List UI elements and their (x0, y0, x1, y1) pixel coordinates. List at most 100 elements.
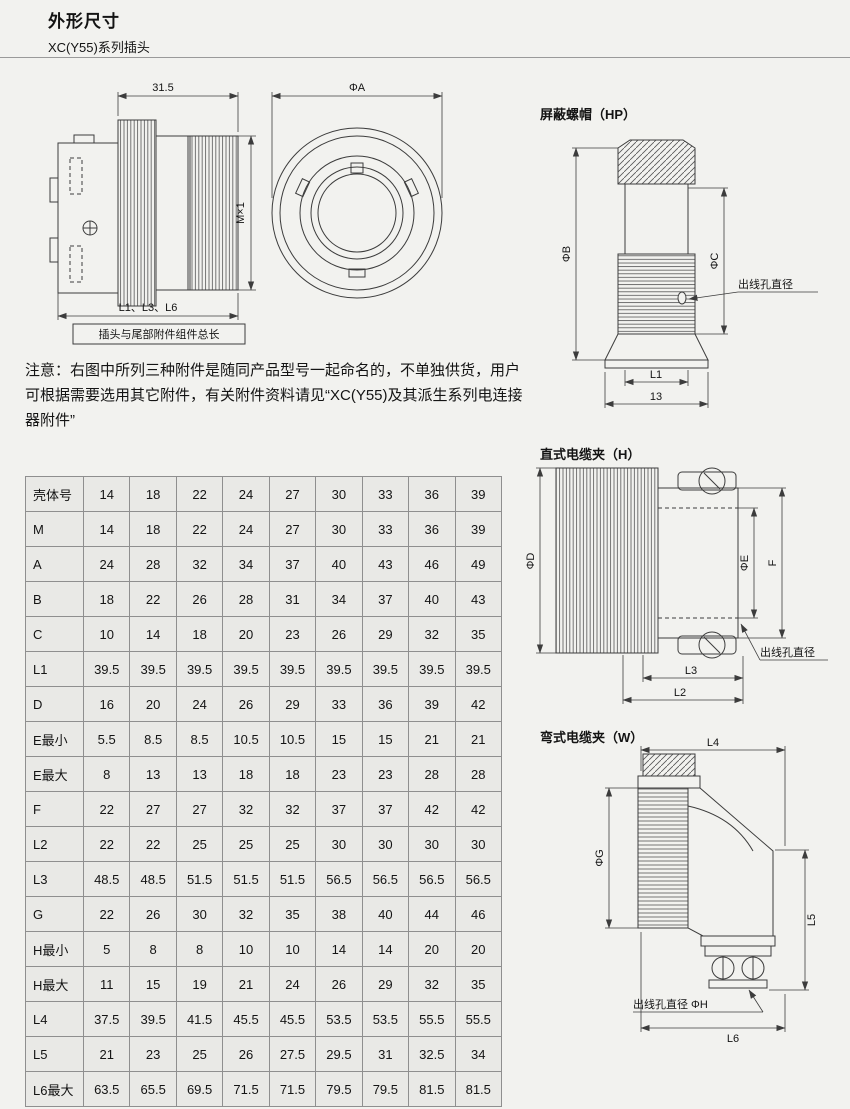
dimension-cell: 51.5 (175, 861, 224, 897)
dimension-cell: 10 (222, 931, 270, 967)
dimension-cell: 41.5 (175, 1001, 224, 1037)
dimension-cell: 81.5 (408, 1071, 456, 1107)
dimension-cell: 21 (82, 1036, 131, 1072)
dim-label: ΦB (561, 246, 573, 262)
dim-label: F (767, 559, 779, 566)
dimension-cell: 49 (454, 546, 502, 582)
dimension-cell: 18 (129, 511, 177, 547)
dimension-cell: 27 (268, 476, 317, 512)
dimension-cell: 48.5 (82, 861, 131, 897)
dimension-cell: 14 (129, 616, 177, 652)
dimension-cell: 20 (408, 931, 456, 967)
dimension-cell: 39.5 (222, 651, 270, 687)
dimension-cell: 51.5 (268, 861, 317, 897)
dimension-cell: 33 (361, 511, 410, 547)
dimension-cell: 23 (129, 1036, 177, 1072)
dimension-cell: 20 (454, 931, 502, 967)
dimension-cell: 8 (175, 931, 224, 967)
dimension-cell: 18 (268, 756, 317, 792)
dimension-cell: 26 (315, 616, 363, 652)
dimension-cell: 25 (175, 1036, 224, 1072)
dimension-cell: 42 (454, 791, 502, 827)
row-header: L3 (25, 861, 84, 897)
dim-label: L2 (674, 687, 686, 699)
dimension-cell: 18 (82, 581, 131, 617)
dimension-cell: 20 (129, 686, 177, 722)
outlet-label: 出线孔直径 (760, 645, 815, 659)
straight-clamp-body (555, 467, 739, 659)
dimension-cell: 29 (268, 686, 317, 722)
dim-label: 31.5 (152, 82, 173, 94)
dimension-cell: 32 (175, 546, 224, 582)
dimension-cell: 56.5 (454, 861, 502, 897)
dimension-cell: 20 (222, 616, 270, 652)
dim-label: 13 (650, 391, 662, 403)
shield-cap-body (604, 139, 709, 369)
dimension-cell: 44 (408, 896, 456, 932)
dimension-cell: 32.5 (408, 1036, 456, 1072)
dimension-cell: 79.5 (315, 1071, 363, 1107)
dim-label: M×1 (235, 202, 247, 224)
divider-rule (0, 57, 850, 58)
dimension-cell: 22 (175, 511, 224, 547)
dimension-cell: 53.5 (315, 1001, 363, 1037)
dimension-cell: 56.5 (408, 861, 456, 897)
dimension-cell: 71.5 (268, 1071, 317, 1107)
row-header: L5 (25, 1036, 84, 1072)
dimension-cell: 27 (129, 791, 177, 827)
dimension-cell: 13 (129, 756, 177, 792)
dimension-cell: 19 (175, 966, 224, 1002)
dimension-cell: 15 (361, 721, 410, 757)
dim-13: 13 (604, 372, 709, 408)
dimension-cell: 35 (454, 616, 502, 652)
row-header: H最小 (25, 931, 84, 967)
shield-cap-drawing: ΦB ΦC 出线孔直径 L1 13 (561, 139, 818, 408)
dimension-cell: 37 (361, 791, 410, 827)
dimension-cell: 23 (361, 756, 410, 792)
dimension-cell: 45.5 (268, 1001, 317, 1037)
dimension-cell: 37 (315, 791, 363, 827)
dimension-cell: 10 (268, 931, 317, 967)
dimension-cell: 71.5 (222, 1071, 270, 1107)
dimension-cell: 38 (315, 896, 363, 932)
dimension-cell: 30 (315, 511, 363, 547)
row-header: 壳体号 (25, 476, 84, 512)
outlet-diameter-callout: 出线孔直径 ΦH (633, 989, 764, 1013)
dimension-cell: 27 (268, 511, 317, 547)
dimension-cell: 33 (361, 476, 410, 512)
dim-label: ΦG (594, 849, 606, 866)
front-view-circles (271, 127, 443, 299)
dimension-cell: 29 (361, 616, 410, 652)
dim-phi-e: ΦE (738, 507, 758, 619)
dimension-cell: 8 (129, 931, 177, 967)
dimension-cell: 43 (454, 581, 502, 617)
dimension-cell: 36 (361, 686, 410, 722)
dimension-cell: 39.5 (408, 651, 456, 687)
dimension-cell: 32 (268, 791, 317, 827)
dimension-cell: 32 (222, 896, 270, 932)
dim-label: ΦA (349, 82, 366, 94)
dimension-cell: 39.5 (82, 651, 131, 687)
dim-l1: L1 (624, 369, 689, 386)
dim-l3: L3 (642, 655, 744, 704)
dimension-cell: 28 (454, 756, 502, 792)
dim-l2: L2 (622, 655, 744, 704)
dim-label: ΦD (525, 553, 537, 570)
dimension-cell: 28 (129, 546, 177, 582)
dimension-cell: 30 (361, 826, 410, 862)
dim-phi-c: ΦC (688, 187, 728, 335)
row-header: D (25, 686, 84, 722)
dimension-cell: 32 (408, 616, 456, 652)
plug-front-view-drawing: ΦA (271, 82, 443, 299)
dimension-cell: 14 (82, 476, 131, 512)
dimension-cell: 21 (408, 721, 456, 757)
dim-label: L6 (727, 1033, 739, 1045)
dimension-cell: 31 (268, 581, 317, 617)
row-header: G (25, 896, 84, 932)
row-header: L1 (25, 651, 84, 687)
dimension-cell: 53.5 (361, 1001, 410, 1037)
